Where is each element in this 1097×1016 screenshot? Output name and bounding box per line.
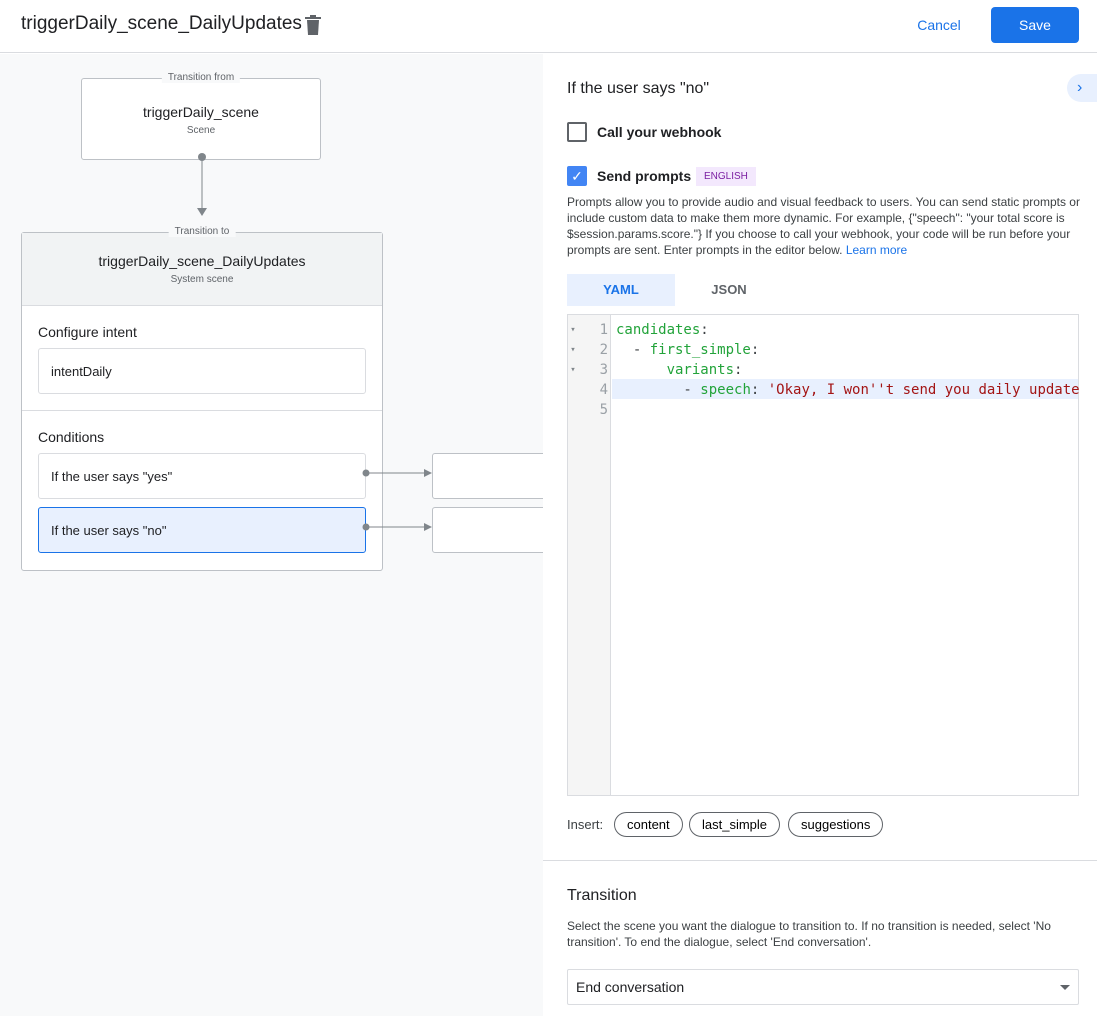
- dropdown-arrow-icon: [1060, 985, 1070, 995]
- save-button[interactable]: Save: [991, 7, 1079, 43]
- line-number: 2: [599, 342, 608, 358]
- intent-heading: Configure intent: [38, 324, 137, 340]
- insert-last-simple-chip[interactable]: last_simple: [689, 812, 781, 837]
- code-key: variants: [666, 362, 735, 378]
- tab-yaml[interactable]: YAML: [567, 274, 675, 306]
- condition-no[interactable]: If the user says "no": [38, 507, 366, 553]
- code-key: first_simple: [649, 342, 751, 358]
- webhook-label: Call your webhook: [597, 124, 722, 140]
- code-line: 4 - speech: 'Okay, I won''t send you dai…: [568, 380, 1080, 400]
- line-number: 3: [599, 362, 608, 378]
- code-punct: :: [734, 362, 743, 378]
- code-punct: :: [700, 322, 709, 338]
- code-key: speech: [700, 382, 751, 398]
- scene-name: triggerDaily_scene_DailyUpdates: [98, 253, 306, 269]
- code-line: 5: [568, 400, 1078, 420]
- insert-label: Insert:: [567, 817, 604, 832]
- code-punct: :: [750, 382, 768, 398]
- trash-icon[interactable]: [304, 14, 322, 36]
- line-number: 4: [599, 382, 608, 398]
- target-node-yes[interactable]: [432, 453, 543, 499]
- code-indent: -: [616, 382, 701, 398]
- connector-arrow: [197, 153, 207, 216]
- language-badge: ENGLISH: [696, 167, 756, 186]
- transition-to-node: Transition to triggerDaily_scene_DailyUp…: [21, 226, 383, 571]
- scene-type: System scene: [170, 274, 234, 285]
- code-line: ▾ 2 - first_simple:: [568, 340, 1078, 360]
- node-label: Transition from: [161, 72, 241, 83]
- tab-json[interactable]: JSON: [711, 282, 747, 297]
- code-punct: :: [750, 342, 760, 358]
- transition-heading: Transition: [567, 887, 637, 904]
- transition-description: Select the scene you want the dialogue t…: [567, 919, 1051, 949]
- prompts-checkbox[interactable]: ✓: [567, 166, 587, 186]
- node-label: Transition to: [168, 226, 236, 237]
- learn-more-link[interactable]: Learn more: [845, 243, 908, 257]
- line-number: 1: [599, 322, 608, 338]
- target-node-no[interactable]: [432, 507, 543, 553]
- transition-value: End conversation: [576, 979, 685, 995]
- webhook-checkbox[interactable]: [567, 122, 587, 142]
- prompts-description: Prompts allow you to provide audio and v…: [567, 194, 1083, 258]
- insert-content-chip[interactable]: content: [614, 812, 683, 837]
- details-panel: If the user says "no" › Call your webhoo…: [543, 54, 1097, 1016]
- panel-heading: If the user says "no": [567, 80, 710, 97]
- description-text: Prompts allow you to provide audio and v…: [567, 195, 1080, 257]
- transition-select[interactable]: End conversation: [567, 969, 1079, 1005]
- line-number: 5: [599, 402, 608, 418]
- scene-name: triggerDaily_scene: [143, 104, 259, 120]
- insert-suggestions-chip[interactable]: suggestions: [788, 812, 884, 837]
- collapse-panel-chevron-icon[interactable]: ›: [1067, 74, 1097, 102]
- code-editor[interactable]: ▾ 1 candidates: ▾ 2 - first_simple: ▾ 3 varian…: [567, 314, 1080, 796]
- code-string: 'Okay, I won''t send you daily update: [767, 382, 1080, 398]
- fold-arrow-icon[interactable]: ▾: [570, 325, 576, 335]
- prompts-label: Send prompts: [597, 168, 692, 184]
- conditions-heading: Conditions: [38, 429, 105, 445]
- page-title: triggerDaily_scene_DailyUpdates: [21, 13, 302, 34]
- code-key: candidates: [616, 322, 701, 338]
- header: triggerDaily_scene_DailyUpdates Cancel S…: [0, 0, 1097, 53]
- cancel-button[interactable]: Cancel: [904, 8, 974, 42]
- scene-type: Scene: [186, 125, 216, 136]
- code-line: ▾ 1 candidates:: [568, 320, 1078, 340]
- code-line: ▾ 3 variants:: [568, 360, 1078, 380]
- condition-connectors: [362, 469, 432, 531]
- fold-arrow-icon[interactable]: ▾: [570, 345, 576, 355]
- flow-canvas: Transition from triggerDaily_scene Scene…: [0, 54, 543, 1016]
- intent-field[interactable]: intentDaily: [38, 348, 366, 394]
- transition-from-node[interactable]: Transition from triggerDaily_scene Scene: [81, 72, 321, 160]
- code-indent: -: [616, 342, 650, 358]
- condition-yes[interactable]: If the user says "yes": [38, 453, 366, 499]
- fold-arrow-icon[interactable]: ▾: [570, 365, 576, 375]
- code-indent: [616, 362, 667, 378]
